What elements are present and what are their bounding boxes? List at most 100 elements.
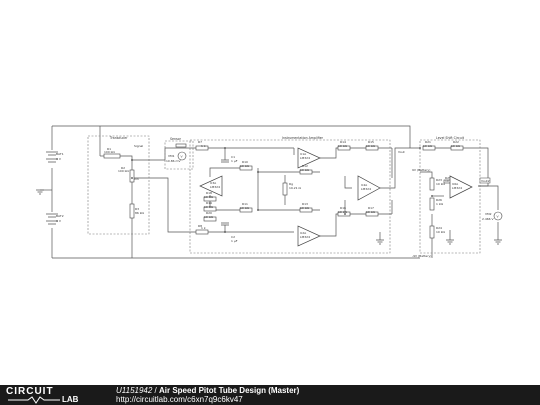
footer-bar: CIRCUIT LAB U1151942 / Air Speed Pitot T… <box>0 385 540 405</box>
vout-label: Vout <box>398 150 406 154</box>
r7-name: R7 <box>198 140 202 144</box>
r24-value: 10 kΩ <box>436 230 446 234</box>
r10-name: R10 <box>242 160 248 164</box>
pot-value: 1 kΩ <box>436 202 444 206</box>
u4-value: LM324 <box>361 187 371 191</box>
sensor-block: Sensor V VM1 10.86 mV <box>164 137 194 170</box>
c2-name: C2 <box>231 235 235 239</box>
node-label: Vin <box>134 177 139 181</box>
r22-name: R22 <box>453 140 459 144</box>
circuit-id: U1151942 <box>116 386 153 395</box>
logo-text-circuit: CIRCUIT <box>6 386 54 397</box>
resistor-r3 <box>129 203 135 219</box>
u1-value: LM324 <box>300 156 310 160</box>
r21-name: R21 <box>425 140 431 144</box>
c1-value: 1 µF <box>231 159 238 163</box>
logo-text-lab: LAB <box>62 395 79 404</box>
resistor-r20 <box>203 216 217 222</box>
u2-name: U2A <box>300 231 307 235</box>
r12-value: 10 kΩ <box>300 168 310 172</box>
opamp-u3 <box>199 175 223 197</box>
sensor-title: Sensor <box>170 137 182 141</box>
u4-name: U4A <box>361 183 368 187</box>
circuitlab-logo[interactable]: CIRCUIT LAB <box>6 386 96 404</box>
level-shift-block: Level Shift Circuit 9V (Battery) -9V (Ba… <box>412 136 503 258</box>
resistor-rg <box>282 182 288 196</box>
circuit-title: Air Speed Pitot Tube Design (Master) <box>159 386 300 395</box>
r17-name: R17 <box>368 206 374 210</box>
resistor-r2 <box>129 169 135 183</box>
vm2-name: VM2 <box>485 212 492 216</box>
resistor-sensor <box>175 143 187 148</box>
inst-amp-block: Instrumentation Amplifier R7 1 k R8 1 k … <box>189 136 406 254</box>
r2-value: 100 kΩ <box>118 169 129 173</box>
r14-value: 10 kΩ <box>338 144 348 148</box>
r11-name: R11 <box>242 202 248 206</box>
transducer-block: Transducer R1 100 kΩ R2 100 kΩ R3 86 kΩ … <box>87 135 150 235</box>
rg-name: Rg <box>289 182 293 186</box>
separator: / <box>152 386 159 395</box>
r15-value: 10 kΩ <box>366 144 376 148</box>
r22-value: 10 kΩ <box>451 144 461 148</box>
vminus-label: -9V (Battery) <box>412 254 431 258</box>
battery-bat2: BAT2 9 V <box>46 213 64 225</box>
r7-value: 1 k <box>201 144 206 148</box>
u6-value: LM324 <box>452 186 462 190</box>
r23-value: 10 kΩ <box>436 182 446 186</box>
resistor-r16 <box>337 211 351 217</box>
resistor-r7 <box>195 145 209 151</box>
r8-value: 1 k <box>201 226 206 230</box>
resistor-r12 <box>299 169 313 175</box>
resistor-r24 <box>429 225 435 239</box>
r1-value: 100 kΩ <box>104 150 115 154</box>
r21-value: 10 kΩ <box>423 144 433 148</box>
r25-name: R25 <box>445 176 451 180</box>
vout2-flag <box>479 177 491 184</box>
resistor-r1 <box>103 153 121 159</box>
r18-value: 10 kΩ <box>204 195 214 199</box>
r3-value: 86 kΩ <box>135 211 145 215</box>
u1-name: U1A <box>300 152 307 156</box>
vm2-value: 2.466 V <box>482 217 495 221</box>
battery-bat1: BAT1 9 V <box>46 151 64 163</box>
resistor-r11 <box>239 207 253 213</box>
opamp-u4 <box>357 175 381 201</box>
potentiometer <box>429 197 435 211</box>
circuit-schematic: BAT1 9 V BAT2 9 V Transducer R1 100 kΩ R… <box>36 125 503 259</box>
level-shift-title: Level Shift Circuit <box>436 136 465 140</box>
resistor-r22 <box>450 145 464 151</box>
r17-value: 10 kΩ <box>366 210 376 214</box>
signal-label: Signal <box>134 144 143 148</box>
r3-name: R3 <box>135 207 139 211</box>
circuit-url-link[interactable]: http://circuitlab.com/c6xn7q9c6kv47 <box>116 395 243 404</box>
r1-name: R1 <box>107 147 111 151</box>
r13-value: 10 kΩ <box>300 206 310 210</box>
c2-value: 1 µF <box>231 239 238 243</box>
rg-value: 19.21 Ω <box>289 186 302 190</box>
r19-name: R19 <box>206 201 212 205</box>
c1-name: C1 <box>231 155 235 159</box>
vplus-label: 9V (Battery) <box>412 168 430 172</box>
r20-name: R20 <box>206 211 212 215</box>
vout2-label: Vout2 <box>481 179 490 183</box>
circuit-info: U1151942 / Air Speed Pitot Tube Design (… <box>116 386 299 395</box>
logo-circuit-icon <box>8 396 60 404</box>
bat2-name: BAT2 <box>56 214 64 218</box>
r19-value: 10 kΩ <box>204 205 214 209</box>
r14-name: R14 <box>340 140 346 144</box>
resistor-r18 <box>203 196 217 202</box>
resistor-r10 <box>239 165 253 171</box>
voltmeter-vm1 <box>177 151 187 161</box>
bat1-value: 9 V <box>56 157 62 161</box>
capacitor-c1 <box>221 159 229 163</box>
r18-name: R18 <box>206 191 212 195</box>
u3-name: U3A <box>210 181 217 185</box>
opamp-u1 <box>297 147 321 169</box>
opamp-u2 <box>297 225 321 247</box>
r11-value: 10 kΩ <box>240 206 250 210</box>
vm1-value: 10.86 mV <box>166 159 181 163</box>
resistor-r21 <box>422 145 436 151</box>
capacitor-c2 <box>221 222 229 226</box>
resistor-r17 <box>365 211 379 217</box>
resistor-r23 <box>429 177 435 191</box>
